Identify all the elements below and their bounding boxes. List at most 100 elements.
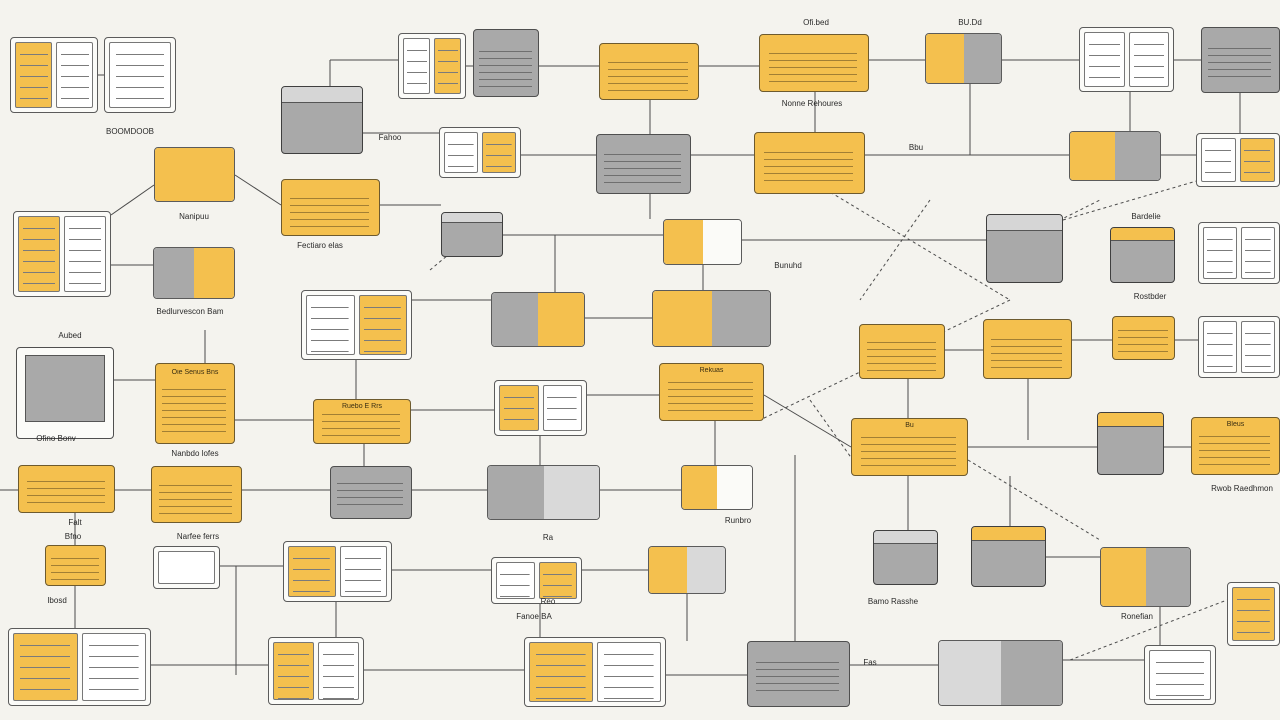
process-node[interactable] bbox=[754, 132, 865, 194]
doc-node[interactable] bbox=[301, 290, 412, 360]
text-lines bbox=[768, 52, 858, 84]
node-label: Ibosd bbox=[47, 596, 67, 605]
doc-node[interactable] bbox=[494, 380, 587, 436]
split-node[interactable] bbox=[487, 465, 600, 520]
split-node[interactable] bbox=[938, 640, 1063, 706]
process-node[interactable]: Bu bbox=[851, 418, 968, 476]
dashed-connector bbox=[429, 219, 491, 271]
doc-pane bbox=[1241, 321, 1275, 373]
split-node[interactable] bbox=[648, 546, 726, 594]
doc-node[interactable] bbox=[10, 37, 98, 113]
split-node[interactable] bbox=[1100, 547, 1191, 607]
split-node[interactable] bbox=[153, 247, 235, 299]
node-label: Nanipuu bbox=[179, 212, 209, 221]
process-node[interactable] bbox=[759, 34, 869, 92]
doc-node[interactable] bbox=[398, 33, 466, 99]
doc-node[interactable] bbox=[1144, 645, 1216, 705]
process-node[interactable]: Bleus bbox=[1191, 417, 1280, 475]
text-lines bbox=[990, 338, 1063, 370]
split-half bbox=[538, 293, 584, 346]
split-half bbox=[702, 220, 741, 264]
process-node[interactable] bbox=[859, 324, 945, 379]
doc-node[interactable] bbox=[1198, 222, 1280, 284]
text-lines bbox=[763, 152, 854, 185]
doc-pane bbox=[273, 642, 314, 700]
text-lines bbox=[289, 197, 370, 228]
database-node[interactable] bbox=[441, 212, 503, 257]
doc-node[interactable] bbox=[283, 541, 392, 602]
doc-node[interactable] bbox=[268, 637, 364, 705]
database-node[interactable] bbox=[873, 530, 938, 585]
process-node[interactable] bbox=[151, 466, 242, 523]
split-half bbox=[1145, 548, 1190, 606]
window-screen bbox=[24, 355, 106, 422]
doc-pane bbox=[339, 546, 387, 597]
split-half bbox=[687, 547, 725, 593]
process-node[interactable] bbox=[281, 179, 380, 236]
text-lines bbox=[159, 484, 233, 515]
process-node[interactable] bbox=[599, 43, 699, 100]
doc-node[interactable] bbox=[1198, 316, 1280, 378]
process-node[interactable] bbox=[45, 545, 106, 586]
window-node[interactable] bbox=[16, 347, 114, 439]
split-half bbox=[1101, 548, 1146, 606]
split-node[interactable] bbox=[1069, 131, 1161, 181]
text-lines bbox=[479, 51, 532, 87]
node-title: Oie Senus Bns bbox=[171, 368, 219, 376]
doc-pane bbox=[1084, 32, 1125, 87]
node-label: Rwob Raedhmon bbox=[1211, 484, 1273, 493]
doc-pane bbox=[482, 132, 516, 173]
panel-node[interactable] bbox=[1201, 27, 1280, 93]
panel-node[interactable] bbox=[473, 29, 539, 97]
node-title: Ruebo E Rrs bbox=[341, 402, 383, 410]
split-node[interactable] bbox=[154, 147, 235, 202]
split-node[interactable] bbox=[652, 290, 771, 347]
split-half bbox=[1000, 641, 1062, 705]
split-half bbox=[1115, 132, 1160, 180]
doc-pane bbox=[403, 38, 430, 94]
doc-node[interactable] bbox=[1196, 133, 1280, 187]
split-node[interactable] bbox=[663, 219, 742, 265]
split-node[interactable] bbox=[925, 33, 1002, 84]
doc-node[interactable] bbox=[491, 557, 582, 604]
node-label: BU.Dd bbox=[958, 18, 982, 27]
doc-pane bbox=[529, 642, 593, 702]
doc-node[interactable] bbox=[524, 637, 666, 707]
panel-node[interactable] bbox=[330, 466, 412, 519]
node-label: Fanoe BA bbox=[516, 612, 552, 621]
database-node[interactable] bbox=[281, 86, 363, 154]
doc-node[interactable] bbox=[13, 211, 111, 297]
node-label: Ofi.bed bbox=[803, 18, 829, 27]
split-node[interactable] bbox=[491, 292, 585, 347]
process-node[interactable]: Ruebo E Rrs bbox=[313, 399, 411, 444]
panel-node[interactable] bbox=[596, 134, 691, 194]
text-lines bbox=[321, 413, 401, 437]
doc-node[interactable] bbox=[104, 37, 176, 113]
database-node[interactable] bbox=[1097, 412, 1164, 475]
split-node[interactable] bbox=[681, 465, 753, 510]
process-node[interactable] bbox=[18, 465, 115, 513]
database-node[interactable] bbox=[971, 526, 1046, 587]
panel-node[interactable] bbox=[747, 641, 850, 707]
database-node[interactable] bbox=[986, 214, 1063, 283]
database-node[interactable] bbox=[1110, 227, 1175, 283]
doc-pane bbox=[444, 132, 478, 173]
process-node[interactable]: Rekuas bbox=[659, 363, 764, 421]
doc-node[interactable] bbox=[1079, 27, 1174, 92]
doc-node[interactable] bbox=[439, 127, 521, 178]
split-half bbox=[649, 547, 687, 593]
doc-node[interactable] bbox=[1227, 582, 1280, 646]
text-lines bbox=[162, 389, 227, 432]
connector-line bbox=[110, 184, 155, 216]
split-half bbox=[543, 466, 599, 519]
process-node[interactable] bbox=[983, 319, 1072, 379]
doc-pane bbox=[496, 562, 535, 599]
node-title: Rekuas bbox=[699, 367, 724, 375]
process-node[interactable]: Oie Senus Bns bbox=[155, 363, 235, 444]
node-label: Ra bbox=[542, 533, 554, 542]
process-node[interactable] bbox=[1112, 316, 1175, 360]
doc-node[interactable] bbox=[153, 546, 220, 589]
doc-node[interactable] bbox=[8, 628, 151, 706]
text-lines bbox=[668, 381, 753, 413]
text-lines bbox=[1117, 330, 1168, 354]
